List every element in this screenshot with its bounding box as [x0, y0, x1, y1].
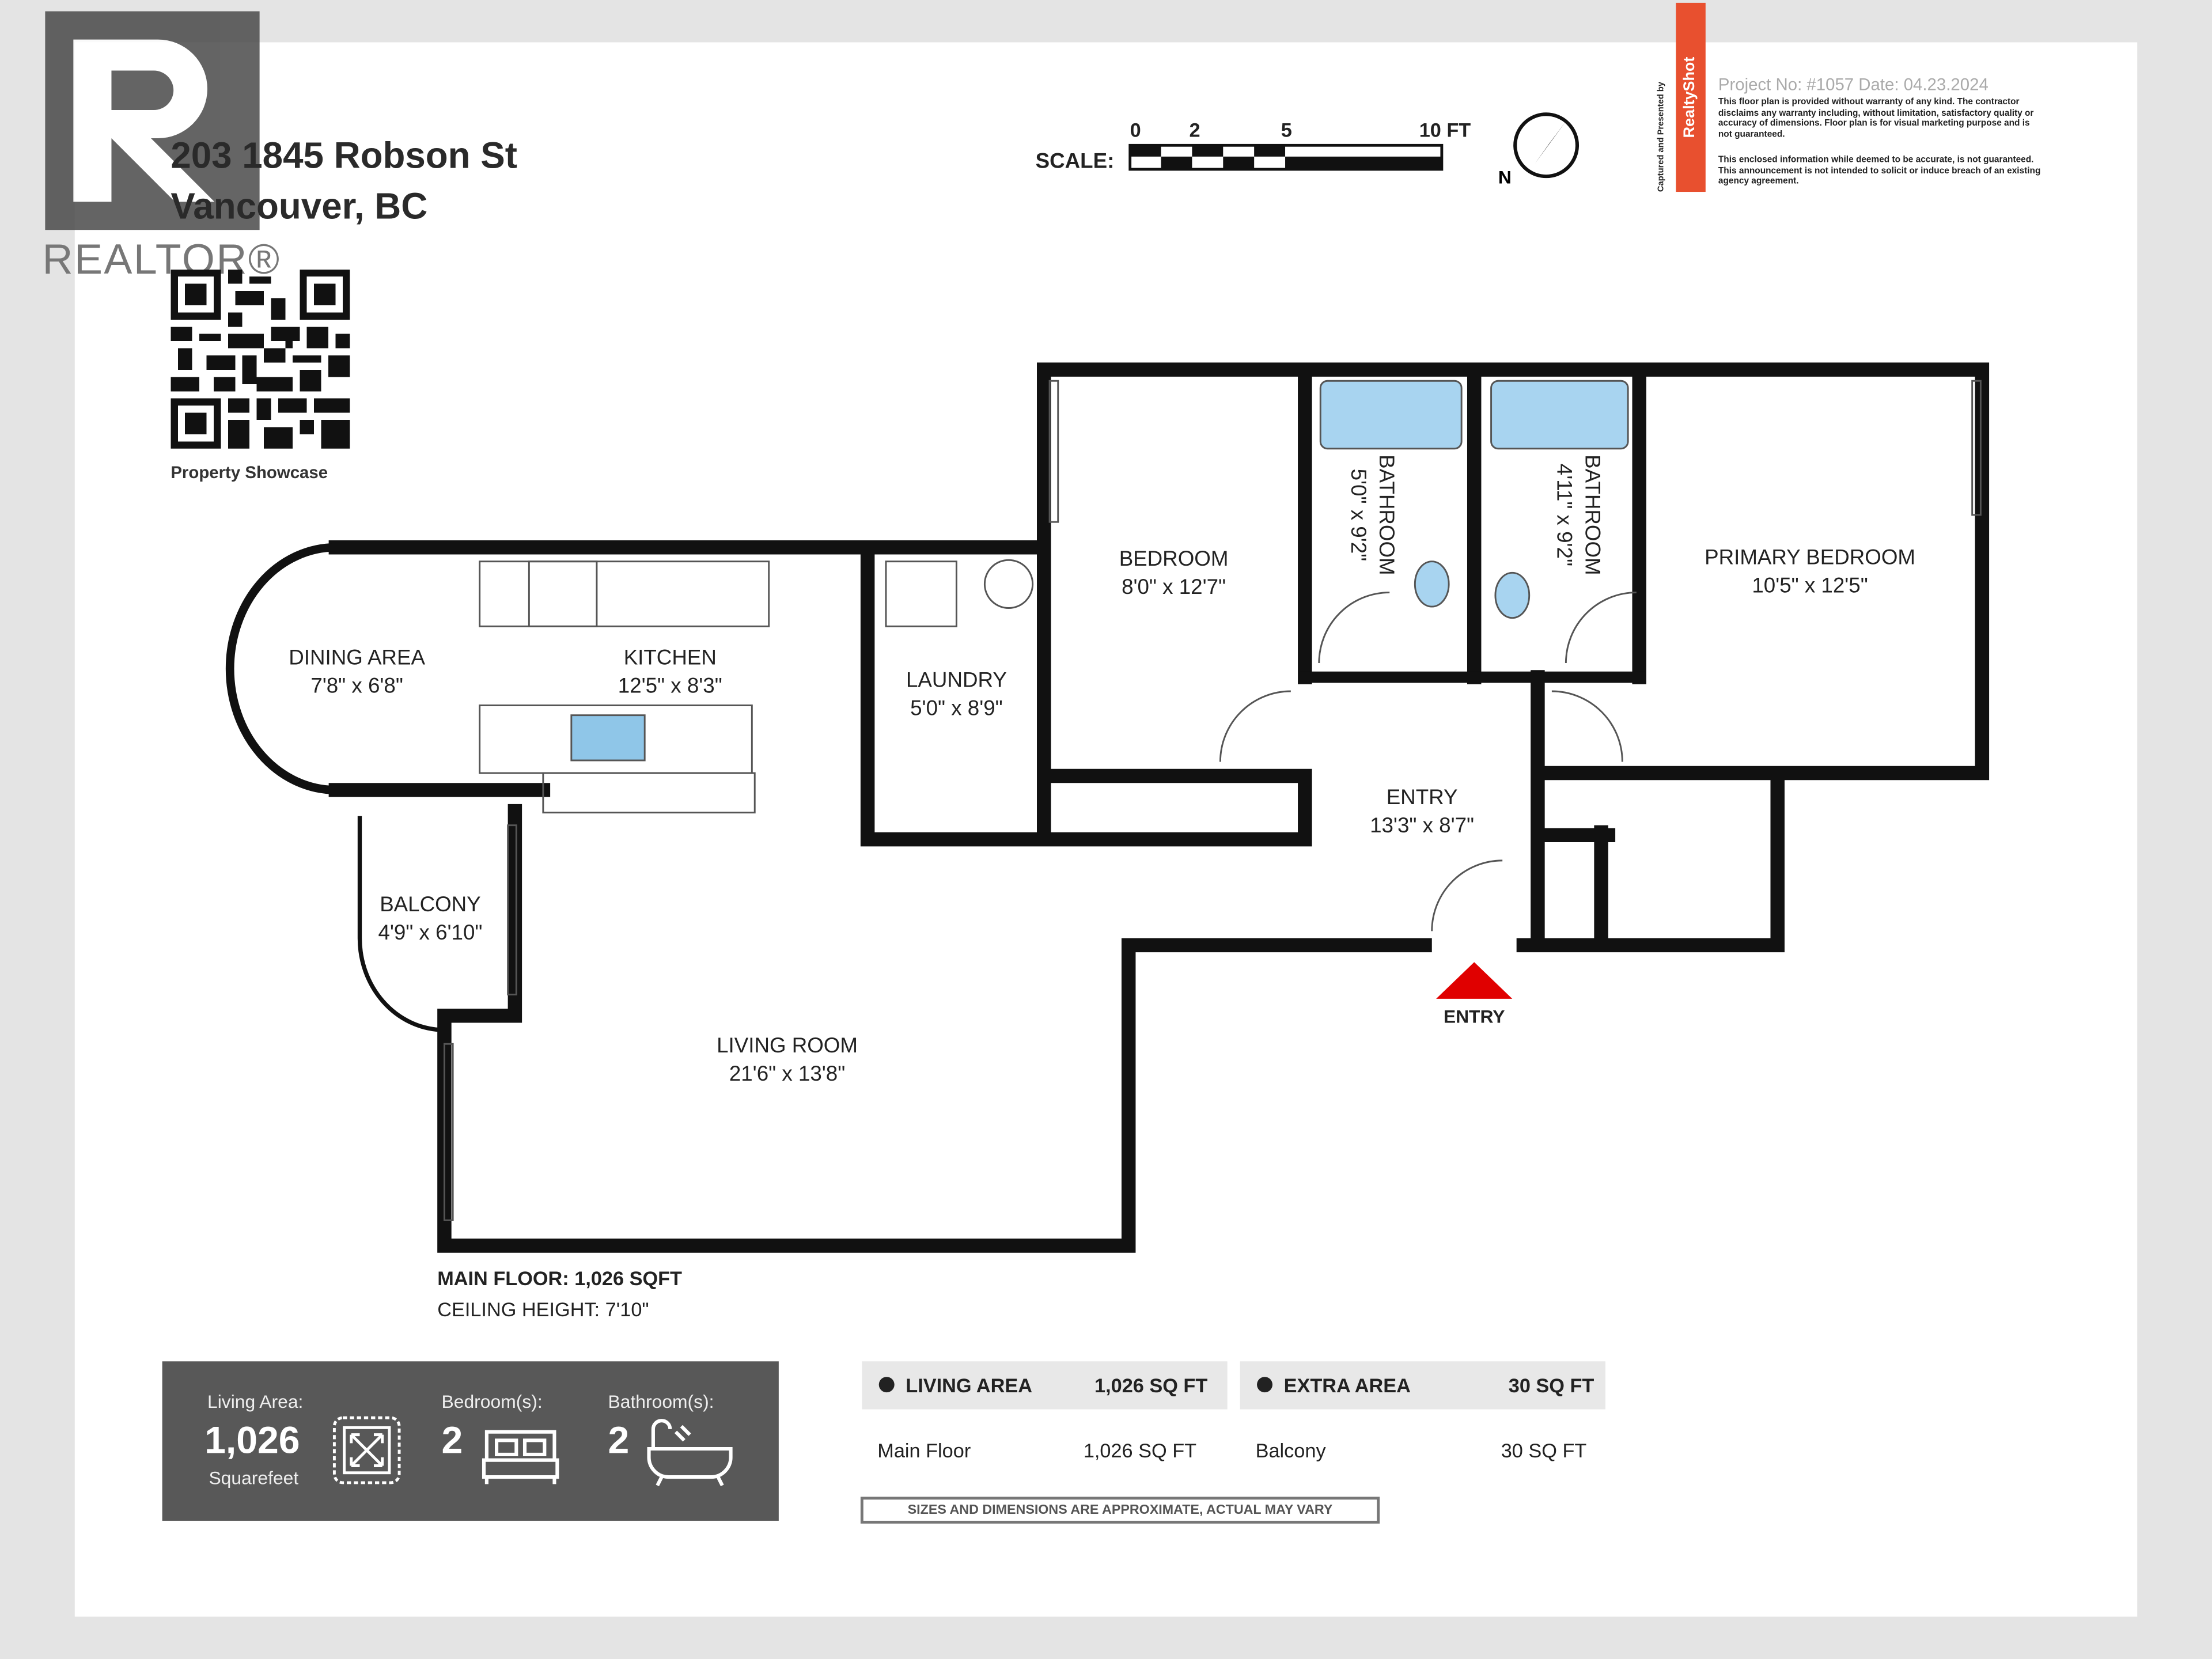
main-floor-label: Main Floor	[877, 1438, 971, 1462]
disclaimer-2: This enclosed information while deemed t…	[1718, 155, 2041, 187]
room-bedroom-name: BEDROOM	[1119, 547, 1229, 570]
room-kitchen-name: KITCHEN	[624, 645, 717, 669]
ceiling-height: CEILING HEIGHT: 7'10"	[437, 1298, 649, 1321]
scale-label: SCALE:	[1035, 149, 1115, 174]
scale-tick: 10 FT	[1419, 118, 1471, 141]
scale-tick: 5	[1281, 118, 1292, 141]
room-balcony-dims: 4'9" x 6'10"	[378, 921, 482, 944]
walls	[225, 362, 1990, 1253]
room-dining-name: DINING AREA	[289, 645, 425, 669]
qr-code[interactable]	[171, 269, 350, 449]
living-area-unit: Squarefeet	[209, 1467, 299, 1488]
bathroom-label: Bathroom(s):	[608, 1391, 714, 1412]
bathroom-value: 2	[608, 1419, 630, 1462]
extra-area-header-value: 30 SQ FT	[1508, 1374, 1594, 1397]
room-living-dims: 21'6" x 13'8"	[729, 1062, 845, 1085]
scale-bar	[1128, 143, 1444, 171]
room-laundry-name: LAUNDRY	[906, 668, 1007, 692]
extra-area-header-label: EXTRA AREA	[1283, 1374, 1411, 1397]
living-area-value: 1,026	[204, 1419, 300, 1462]
room-entry-name: ENTRY	[1387, 785, 1458, 809]
main-floor-value: 1,026 SQ FT	[1083, 1438, 1197, 1462]
living-area-header: LIVING AREA 1,026 SQ FT	[862, 1361, 1228, 1410]
extra-area-header: EXTRA AREA 30 SQ FT	[1240, 1361, 1605, 1410]
brand-bar	[1676, 2, 1706, 192]
north-label: N	[1498, 166, 1512, 188]
qr-caption: Property Showcase	[171, 463, 328, 483]
room-bath2-dims: 4'11" x 9'2"	[1553, 464, 1577, 566]
room-living-name: LIVING ROOM	[717, 1033, 858, 1057]
stats-box: Living Area: 1,026 Squarefeet Bedroom(s)…	[162, 1361, 779, 1521]
bullet-icon	[1257, 1377, 1272, 1393]
bullet-icon	[878, 1377, 895, 1393]
fixtures	[443, 380, 1982, 1221]
living-area-label: Living Area:	[207, 1391, 304, 1412]
living-area-header-value: 1,026 SQ FT	[1094, 1374, 1208, 1397]
room-bath1-name: BATHROOM	[1375, 454, 1399, 575]
bathtub-icon	[647, 1419, 733, 1487]
area-expand-icon	[332, 1416, 401, 1484]
entry-arrow-icon	[1436, 962, 1513, 999]
bedroom-value: 2	[441, 1419, 463, 1462]
room-bedroom-dims: 8'0" x 12'7"	[1122, 575, 1226, 599]
north-compass-icon	[1513, 112, 1580, 179]
room-laundry-dims: 5'0" x 8'9"	[910, 696, 1003, 720]
room-kitchen-dims: 12'5" x 8'3"	[618, 673, 722, 697]
main-floor-area: MAIN FLOOR: 1,026 SQFT	[437, 1267, 683, 1290]
room-balcony-name: BALCONY	[380, 892, 480, 916]
realtor-logo-mark	[45, 11, 260, 230]
balcony-label: Balcony	[1255, 1438, 1326, 1462]
paper	[74, 42, 2138, 1617]
room-bath2-name: BATHROOM	[1581, 454, 1605, 575]
room-primary-dims: 10'5" x 12'5"	[1752, 574, 1868, 597]
address-line2: Vancouver, BC	[171, 184, 428, 228]
room-entry-dims: 13'3" x 8'7"	[1370, 813, 1474, 837]
approximate-note: SIZES AND DIMENSIONS ARE APPROXIMATE, AC…	[860, 1497, 1380, 1524]
living-area-header-label: LIVING AREA	[906, 1374, 1032, 1397]
bed-icon	[482, 1430, 559, 1484]
room-primary-name: PRIMARY BEDROOM	[1705, 546, 1915, 569]
balcony-value: 30 SQ FT	[1501, 1438, 1587, 1462]
scale-tick: 2	[1189, 118, 1200, 141]
entry-marker: ENTRY	[1444, 1006, 1505, 1027]
address-line1: 203 1845 Robson St	[171, 134, 517, 177]
disclaimer-1: This floor plan is provided without warr…	[1718, 97, 2034, 139]
room-bath1-dims: 5'0" x 9'2"	[1347, 469, 1370, 562]
project-info: Project No: #1057 Date: 04.23.2024	[1718, 74, 1988, 95]
scale-tick: 0	[1130, 118, 1141, 141]
room-dining-dims: 7'8" x 6'8"	[310, 673, 403, 697]
bedroom-label: Bedroom(s):	[441, 1391, 543, 1412]
